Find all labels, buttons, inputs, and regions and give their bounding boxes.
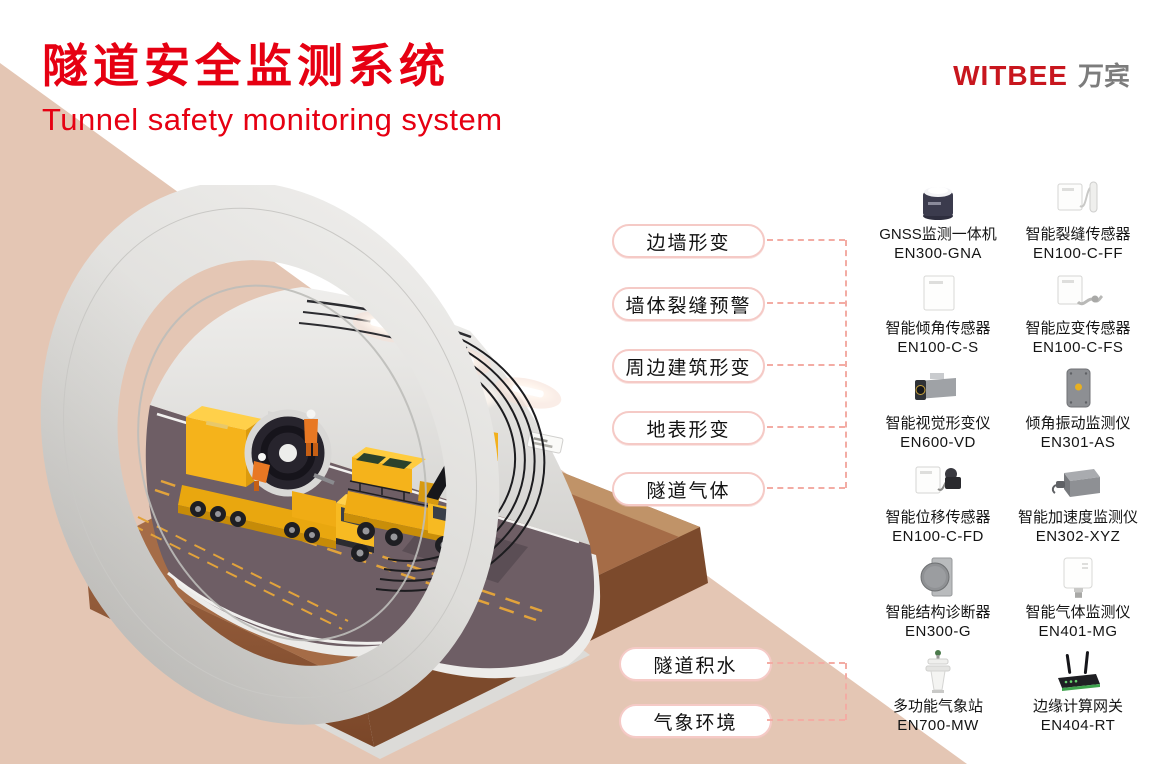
device-card: 智能应变传感器 EN100-C-FS xyxy=(1008,266,1148,357)
structure-diagnoser-icon xyxy=(868,550,1008,600)
connector-line xyxy=(767,302,845,304)
connector-line xyxy=(767,662,845,664)
pill-tunnel-water: 隧道积水 xyxy=(619,647,772,681)
device-model: EN401-MG xyxy=(1038,623,1118,640)
device-model: EN700-MW xyxy=(897,717,979,734)
wall-sign xyxy=(526,431,564,454)
connector-line xyxy=(767,719,845,721)
device-model: EN300-G xyxy=(904,623,972,640)
brand-logo-en: WITBEE xyxy=(953,60,1068,91)
device-model: EN300-GNA xyxy=(894,245,982,262)
device-model: EN100-C-S xyxy=(897,339,979,356)
device-name: 智能气体监测仪 xyxy=(1025,604,1131,621)
device-card: 智能气体监测仪 EN401-MG xyxy=(1008,550,1148,641)
connector-line-vertical xyxy=(845,663,847,720)
device-card: 智能裂缝传感器 EN100-C-FF xyxy=(1008,172,1148,263)
device-card: 智能结构诊断器 EN300-G xyxy=(868,550,1008,641)
tunnel-ring xyxy=(40,185,500,725)
device-name: 智能结构诊断器 xyxy=(885,604,991,621)
device-name: 智能视觉形变仪 xyxy=(885,415,991,432)
device-name: 智能应变传感器 xyxy=(1025,320,1131,337)
device-card: 智能位移传感器 EN100-C-FD xyxy=(868,455,1008,546)
page-title: 隧道安全监测系统 xyxy=(42,40,450,92)
device-card: GNSS监测一体机 EN300-GNA xyxy=(868,172,1008,263)
edge-gateway-icon xyxy=(1008,644,1148,694)
pill-surrounding-building-deformation: 周边建筑形变 xyxy=(612,349,765,383)
road-workers xyxy=(252,409,318,491)
pill-tunnel-gas: 隧道气体 xyxy=(612,472,765,506)
brand-logo: WITBEE 万宾 xyxy=(953,56,1130,93)
device-model: EN100-C-FS xyxy=(1032,339,1124,356)
weather-station-icon xyxy=(868,644,1008,694)
device-card: 倾角振动监测仪 EN301-AS xyxy=(1008,361,1148,452)
tilt-sensor-icon xyxy=(868,266,1008,316)
device-model: EN404-RT xyxy=(1040,717,1116,734)
connector-line xyxy=(767,364,845,366)
device-name: 倾角振动监测仪 xyxy=(1025,415,1131,432)
device-name: 智能裂缝传感器 xyxy=(1025,226,1131,243)
gas-monitor-icon xyxy=(1008,550,1148,600)
device-name: GNSS监测一体机 xyxy=(879,226,997,243)
pill-wall-crack-warning: 墙体裂缝预警 xyxy=(612,287,765,321)
device-model: EN302-XYZ xyxy=(1035,528,1121,545)
pill-sidewall-deformation: 边墙形变 xyxy=(612,224,765,258)
vision-deformation-camera-icon xyxy=(868,361,1008,411)
pill-ground-deformation: 地表形变 xyxy=(612,411,765,445)
gnss-monitor-icon xyxy=(868,172,1008,222)
device-name: 智能加速度监测仪 xyxy=(1017,509,1138,526)
device-model: EN100-C-FF xyxy=(1032,245,1123,262)
connector-line-vertical xyxy=(845,240,847,488)
device-card: 智能视觉形变仪 EN600-VD xyxy=(868,361,1008,452)
device-name: 边缘计算网关 xyxy=(1032,698,1123,715)
crack-sensor-icon xyxy=(1008,172,1148,222)
device-model: EN301-AS xyxy=(1040,434,1116,451)
brand-logo-cn: 万宾 xyxy=(1077,61,1130,91)
device-name: 智能倾角传感器 xyxy=(885,320,991,337)
device-model: EN600-VD xyxy=(900,434,976,451)
device-name: 多功能气象站 xyxy=(892,698,983,715)
connector-line xyxy=(767,487,845,489)
page-subtitle: Tunnel safety monitoring system xyxy=(42,102,503,137)
device-model: EN100-C-FD xyxy=(892,528,984,545)
device-card: 多功能气象站 EN700-MW xyxy=(868,644,1008,735)
acceleration-monitor-icon xyxy=(1008,455,1148,505)
device-name: 智能位移传感器 xyxy=(885,509,991,526)
device-card: 边缘计算网关 EN404-RT xyxy=(1008,644,1148,735)
device-card: 智能倾角传感器 EN100-C-S xyxy=(868,266,1008,357)
pill-weather-environment: 气象环境 xyxy=(619,704,772,738)
tunnel-illustration xyxy=(40,185,708,759)
connector-line xyxy=(767,426,845,428)
strain-sensor-icon xyxy=(1008,266,1148,316)
device-card: 智能加速度监测仪 EN302-XYZ xyxy=(1008,455,1148,546)
connector-line xyxy=(767,239,845,241)
displacement-sensor-icon xyxy=(868,455,1008,505)
tilt-vibration-monitor-icon xyxy=(1008,361,1148,411)
